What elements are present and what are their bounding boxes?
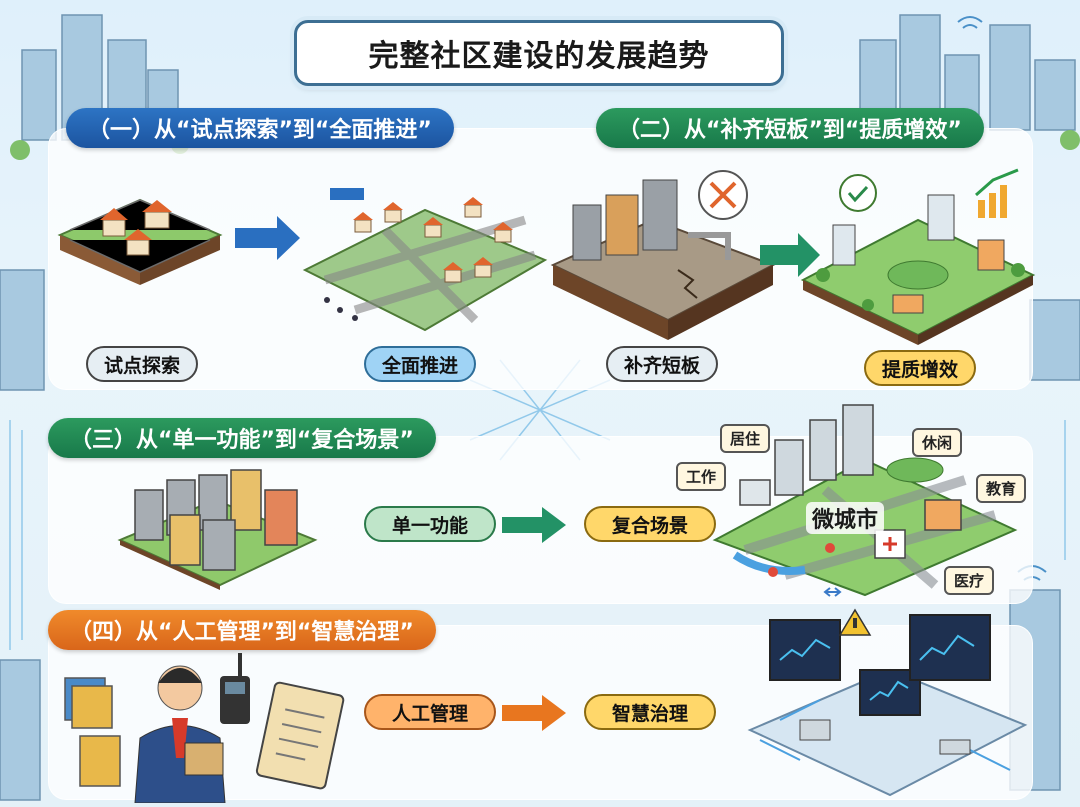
upgraded-community-icon <box>800 194 1036 345</box>
pilot-exploration-label: 试点探索 <box>86 346 198 382</box>
main-title: 完整社区建设的发展趋势 <box>294 20 784 86</box>
manual-management-label: 人工管理 <box>364 694 496 730</box>
fill-shortcomings-label: 补齐短板 <box>606 346 718 382</box>
section-4-heading: （四）从“人工管理”到“智慧治理” <box>48 610 436 650</box>
smart-governance-label: 智慧治理 <box>584 694 716 730</box>
manager-person-icon <box>134 665 226 803</box>
clipboard-icon <box>255 681 345 790</box>
alert-icon <box>838 608 872 636</box>
folders-icon <box>64 677 121 787</box>
arrow-icon <box>235 216 300 260</box>
check-badge-icon <box>839 174 877 212</box>
dashboard-screens-icon <box>769 614 991 716</box>
function-tag-education: 教育 <box>976 474 1027 503</box>
smart-governance-illustration <box>747 608 1028 797</box>
section-2-heading: （二）从“补齐短板”到“提质增效” <box>596 108 984 148</box>
section-1-heading: （一）从“试点探索”到“全面推进” <box>66 108 454 148</box>
full-promotion-label: 全面推进 <box>364 346 476 382</box>
walkie-talkie-icon <box>220 653 250 724</box>
arrow-icon <box>760 233 820 277</box>
micro-city-center-label: 微城市 <box>806 502 885 534</box>
tools-icon <box>698 170 748 220</box>
pilot-community-icon <box>57 198 223 285</box>
growth-chart-icon <box>975 168 1019 218</box>
function-tag-medical: 医疗 <box>944 566 995 595</box>
single-function-label: 单一功能 <box>364 506 496 542</box>
single-function-illustration <box>117 469 318 590</box>
section-2-illustration <box>550 168 1036 345</box>
section-3-heading: （三）从“单一功能”到“复合场景” <box>48 418 436 458</box>
quality-efficiency-label: 提质增效 <box>864 350 976 386</box>
arrow-icon <box>502 507 566 543</box>
function-tag-leisure: 休闲 <box>912 428 963 457</box>
section-1-illustration <box>57 188 548 332</box>
aging-community-icon <box>550 179 776 340</box>
arrow-icon <box>502 695 566 731</box>
function-tag-work: 工作 <box>676 462 727 491</box>
manual-management-illustration <box>64 653 345 803</box>
composite-scene-label: 复合场景 <box>584 506 716 542</box>
function-tag-residence: 居住 <box>720 424 771 453</box>
expanded-community-icon <box>302 188 548 332</box>
